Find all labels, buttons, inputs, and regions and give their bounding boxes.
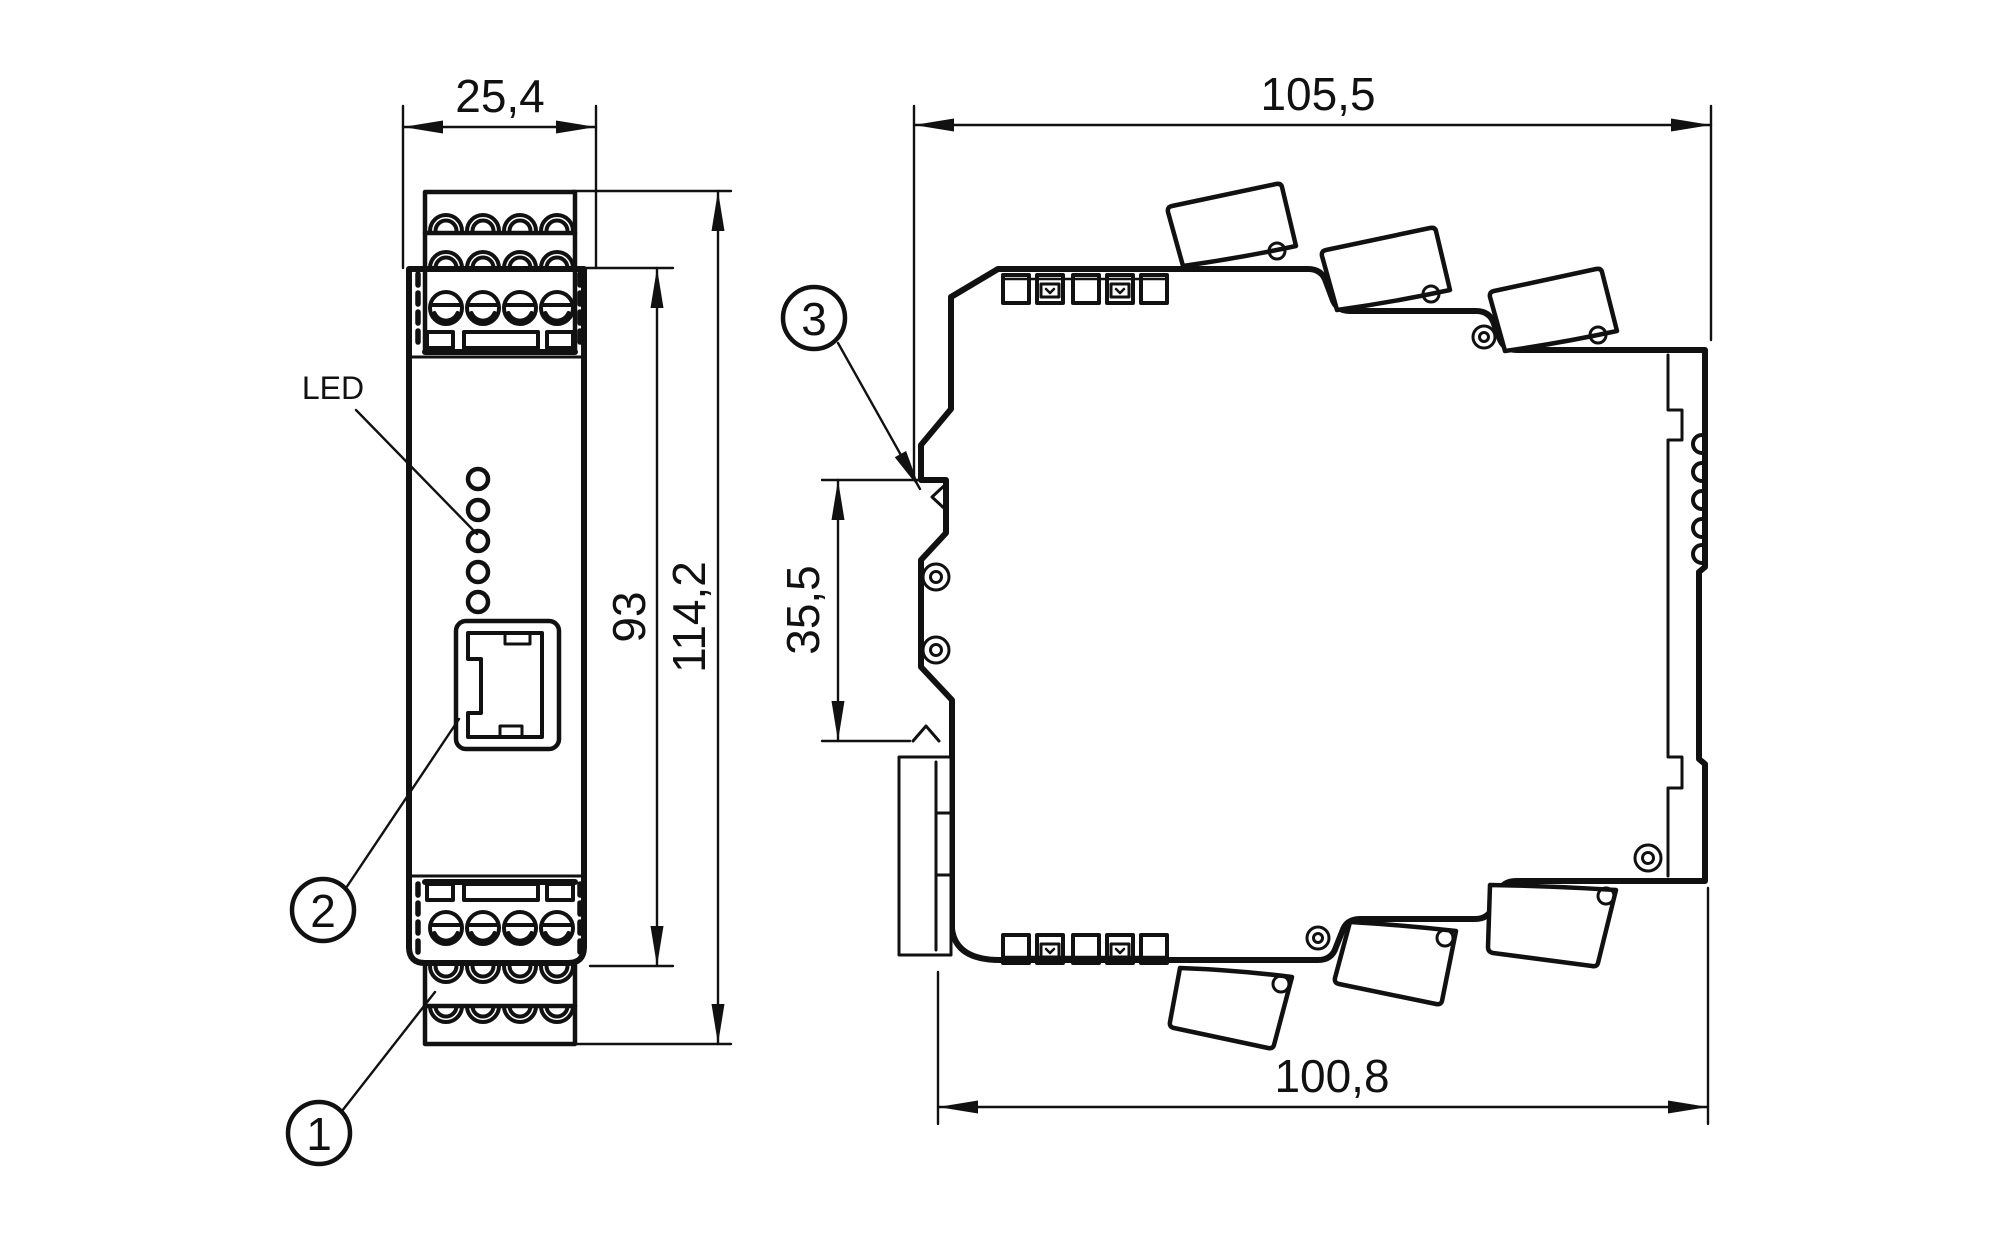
front-width-value: 25,4 bbox=[455, 70, 545, 122]
led-dot bbox=[465, 559, 491, 585]
callout-1-leader bbox=[340, 990, 437, 1113]
callout-2-circle bbox=[289, 876, 357, 944]
side-view: 105,5 35,5 100,8 3 bbox=[777, 68, 1713, 1126]
din-recess-dimension: 35,5 bbox=[777, 478, 948, 743]
front-terminal-span-value: 93 bbox=[603, 591, 655, 642]
front-terminal-span-dimension: 93 bbox=[581, 266, 675, 968]
led-dot bbox=[465, 466, 491, 492]
side-depth-dimension: 105,5 bbox=[912, 68, 1713, 480]
front-panel-inner-line bbox=[1666, 353, 1684, 878]
side-housing-outline bbox=[918, 266, 1708, 963]
callout-terminal-block: 1 bbox=[285, 990, 437, 1167]
cover-flap bbox=[1167, 965, 1295, 1051]
led-indicators bbox=[465, 466, 491, 615]
side-lower-depth-dimension: 100,8 bbox=[936, 886, 1710, 1126]
terminal-cover-flaps-bottom bbox=[1167, 882, 1619, 1051]
flap-hinge bbox=[1267, 241, 1287, 261]
front-view: LED 25,4 93 114,2 2 bbox=[285, 70, 733, 1167]
top-terminal-block bbox=[422, 189, 578, 355]
callout-2-leader bbox=[344, 717, 461, 890]
callout-1-number: 1 bbox=[306, 1108, 332, 1160]
flap-hinge bbox=[1421, 284, 1441, 304]
callout-2-number: 2 bbox=[310, 885, 336, 937]
led-dot bbox=[465, 528, 491, 554]
callout-3-leader bbox=[836, 341, 922, 491]
led-label: LED bbox=[302, 370, 364, 406]
top-edge-terminal-screws bbox=[1001, 273, 1169, 305]
callout-3-number: 3 bbox=[801, 293, 827, 345]
front-total-height-dimension: 114,2 bbox=[571, 189, 733, 1046]
din-notch-hook-lower bbox=[911, 724, 941, 743]
flap-hinge bbox=[1271, 974, 1291, 994]
callout-din-rail-notch: 3 bbox=[780, 284, 922, 491]
din-notch-hook-upper bbox=[930, 482, 948, 512]
front-housing-outline bbox=[406, 266, 587, 966]
cover-flap bbox=[1165, 181, 1299, 269]
cover-flap bbox=[1319, 225, 1453, 313]
flap-hinge bbox=[1588, 325, 1608, 345]
front-total-height-value: 114,2 bbox=[663, 561, 715, 673]
flap-hinge bbox=[1596, 886, 1616, 906]
cover-flap bbox=[1485, 882, 1619, 969]
led-leader-line bbox=[354, 408, 479, 536]
led-dot bbox=[465, 497, 491, 523]
callout-ethernet-port: 2 bbox=[289, 717, 461, 944]
led-dot bbox=[465, 589, 491, 615]
ethernet-port-icon bbox=[453, 618, 562, 752]
side-lower-depth-value: 100,8 bbox=[1274, 1050, 1389, 1102]
side-depth-value: 105,5 bbox=[1260, 68, 1375, 120]
callout-1-circle bbox=[285, 1099, 353, 1167]
cover-flap bbox=[1487, 266, 1620, 354]
cover-flap bbox=[1332, 919, 1459, 1007]
callout-3-circle bbox=[780, 284, 848, 352]
front-width-dimension: 25,4 bbox=[401, 70, 598, 270]
terminal-cover-flaps-top bbox=[1165, 181, 1620, 354]
flap-hinge bbox=[1435, 928, 1455, 948]
din-rail-latch bbox=[897, 755, 953, 957]
bottom-edge-terminal-screws bbox=[1001, 933, 1169, 965]
din-recess-value: 35,5 bbox=[777, 565, 829, 655]
